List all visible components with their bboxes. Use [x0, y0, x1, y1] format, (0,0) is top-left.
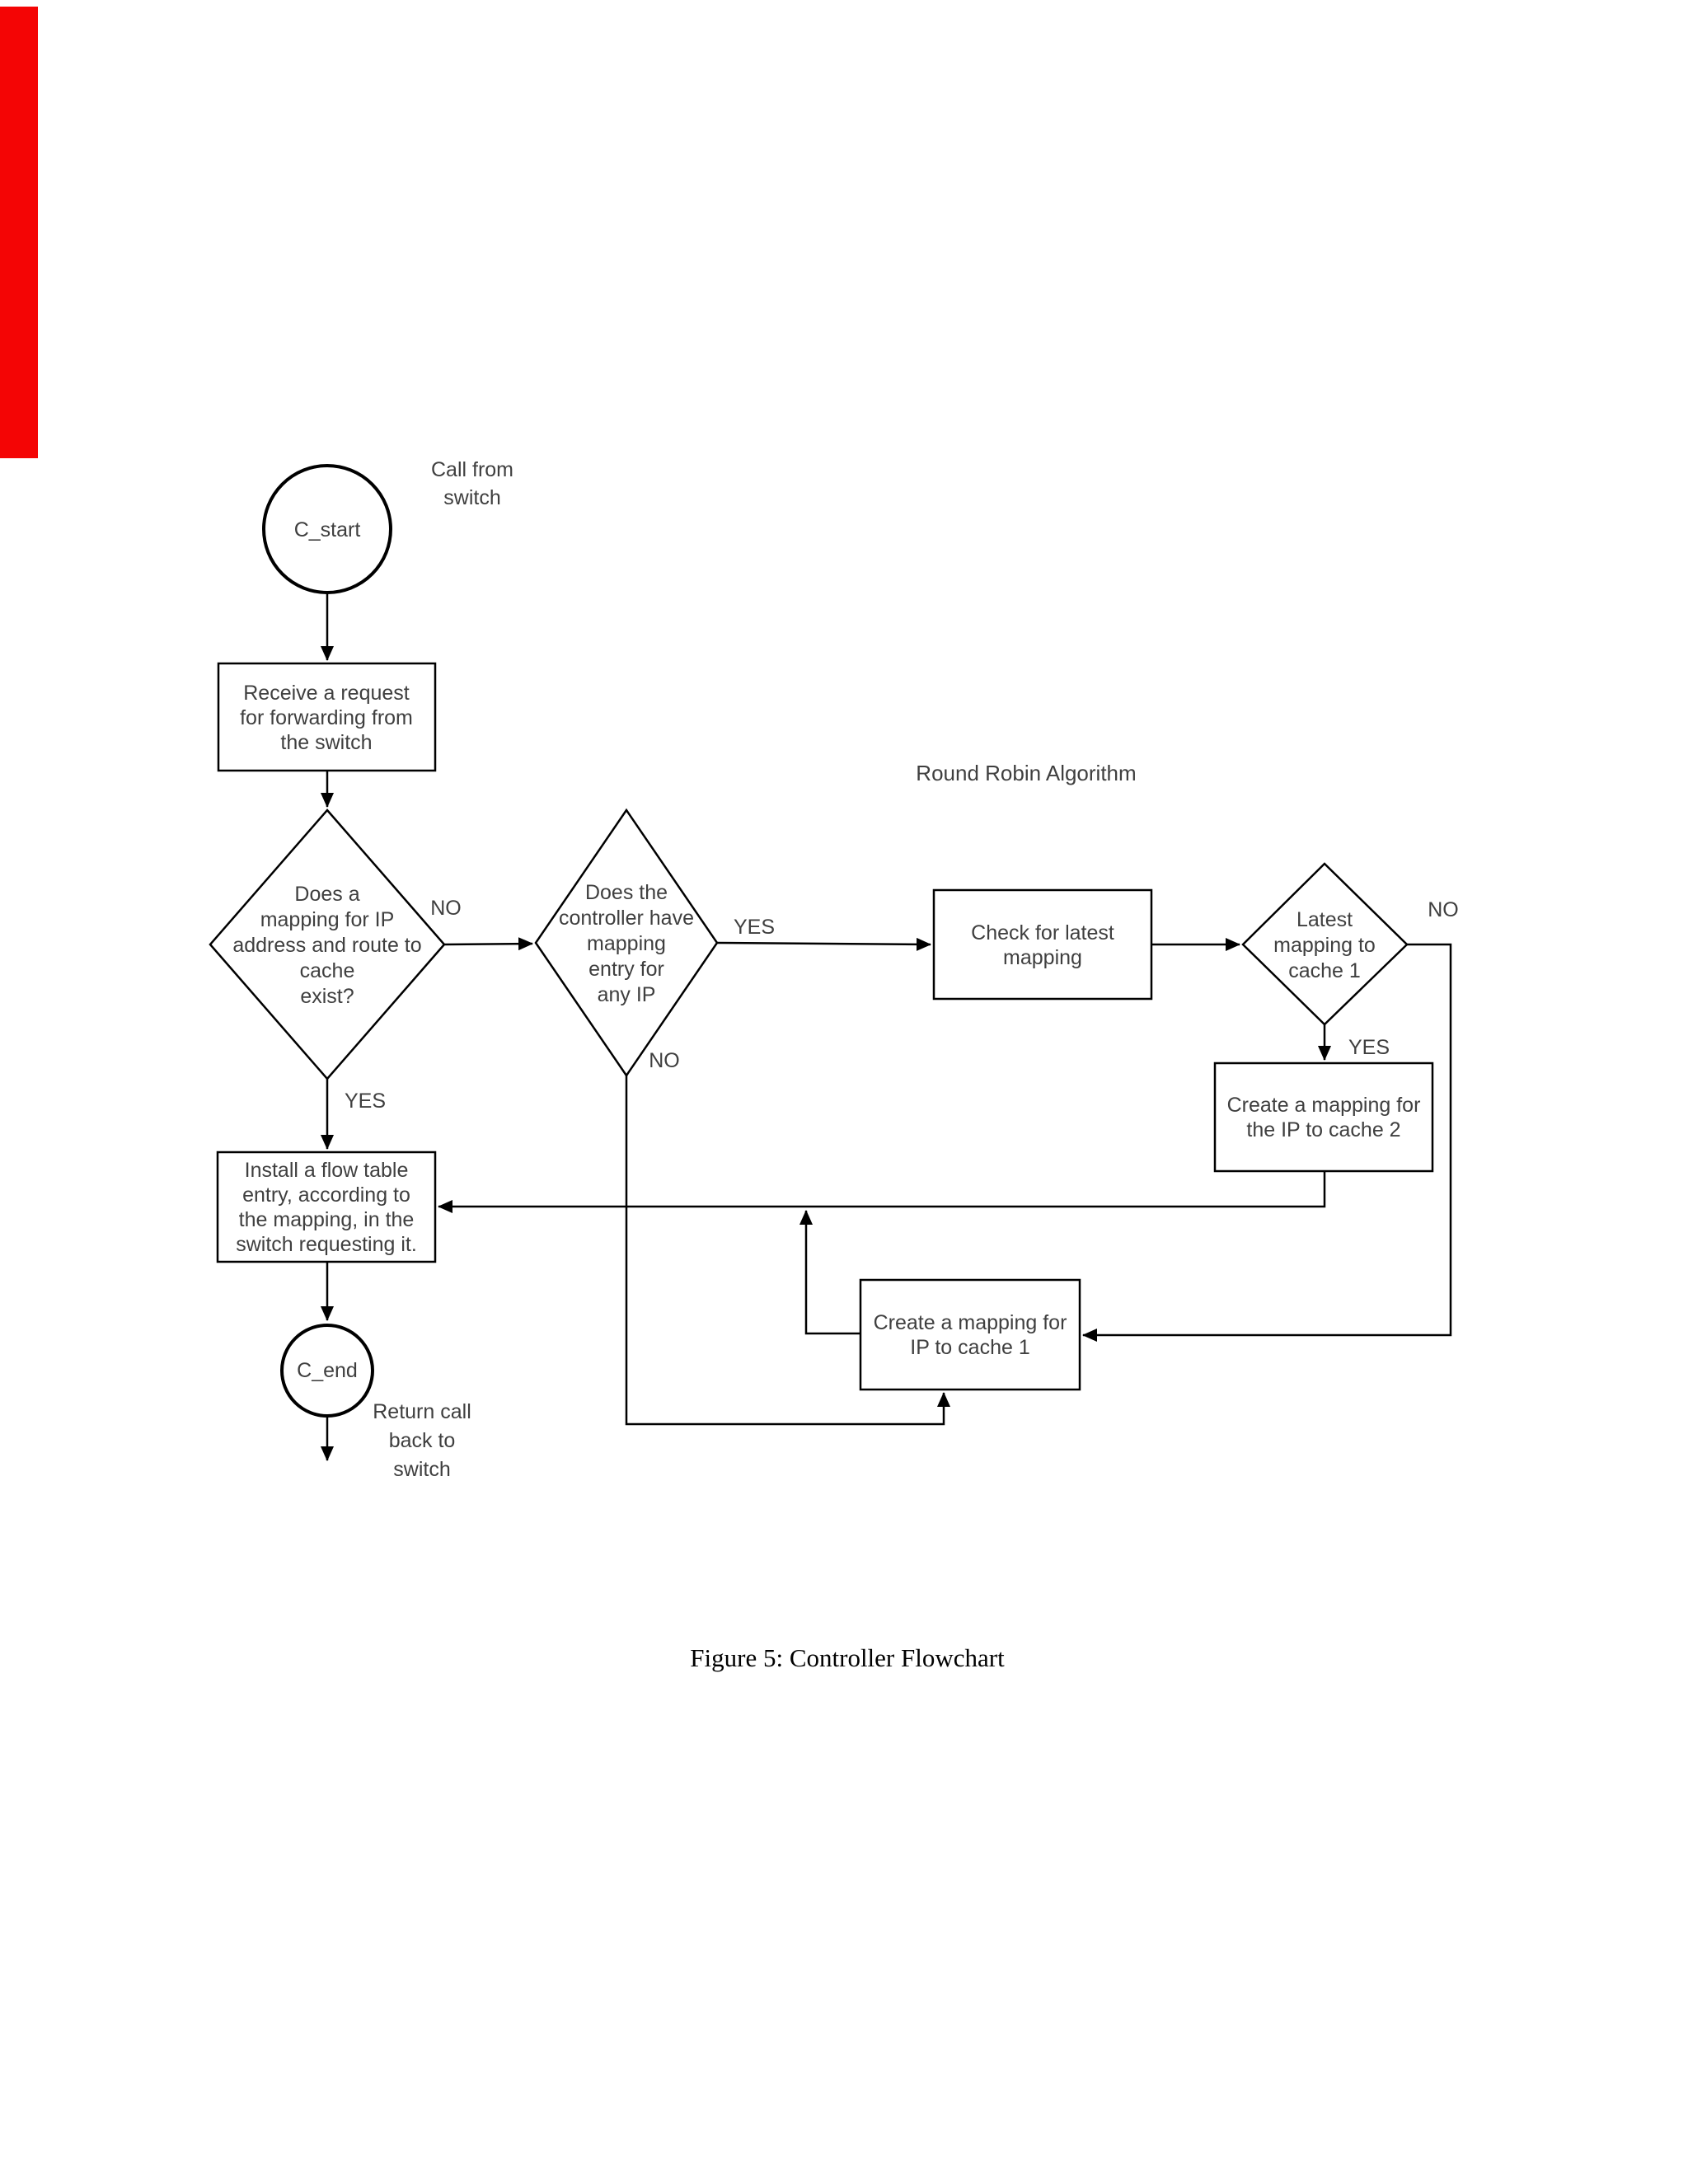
decision-controller-line: Does the — [585, 881, 668, 904]
process-cache1-line: IP to cache 1 — [910, 1336, 1029, 1359]
decision-controller-line: entry for — [588, 958, 664, 981]
branch-label-no: NO — [1428, 898, 1459, 921]
annotation-round-robin: Round Robin Algorithm — [916, 761, 1136, 785]
branch-label-yes: YES — [1348, 1036, 1390, 1059]
process-receive-request-line: for forwarding from — [240, 706, 413, 729]
process-receive-request-line: Receive a request — [243, 682, 410, 705]
start-terminator — [262, 464, 392, 594]
branch-label-yes: YES — [345, 1090, 386, 1113]
decision-controller-line: controller have — [559, 907, 694, 930]
decision-mapping-exists-line: address and route to — [232, 934, 421, 957]
edge-latest-no-to-cache1 — [1082, 943, 1452, 1342]
process-cache1-line: Create a mapping for — [874, 1311, 1067, 1334]
process-cache2-line: Create a mapping for — [1227, 1094, 1421, 1117]
process-install-line: entry, according to — [242, 1183, 410, 1207]
branch-label-yes: YES — [734, 916, 775, 939]
edge-cache1-to-merge — [799, 1210, 860, 1335]
decision-controller-line: any IP — [598, 983, 656, 1006]
annotation-call-from-switch: switch — [443, 486, 500, 509]
decision-latest-line: cache 1 — [1288, 959, 1361, 982]
end-terminator-label: C_end — [297, 1359, 358, 1382]
process-check-latest — [932, 888, 1153, 1001]
process-cache2-line: the IP to cache 2 — [1246, 1118, 1400, 1141]
edge-cache2-to-install — [438, 1171, 1326, 1213]
decision-controller-line: mapping — [587, 932, 666, 955]
annotation-return-call: back to — [389, 1429, 456, 1452]
decision-latest-line: mapping to — [1273, 934, 1376, 957]
decision-latest-line: Latest — [1296, 908, 1353, 931]
process-create-mapping-cache2 — [1213, 1062, 1434, 1173]
process-receive-request-line: the switch — [280, 731, 372, 754]
branch-label-no: NO — [649, 1049, 680, 1072]
decision-latest-mapping-cache1 — [1241, 862, 1409, 1026]
decision-mapping-exists — [209, 808, 446, 1080]
process-create-mapping-cache1 — [859, 1278, 1081, 1391]
decision-mapping-exists-line: cache — [300, 959, 355, 982]
start-terminator-label: C_start — [294, 518, 361, 541]
end-terminator — [280, 1324, 374, 1418]
figure-caption: Figure 5: Controller Flowchart — [690, 1643, 1005, 1672]
decision-controller-has-mapping — [534, 808, 719, 1078]
decision-mapping-exists-line: mapping for IP — [260, 908, 395, 931]
process-install-line: the mapping, in the — [239, 1208, 415, 1231]
annotation-call-from-switch: Call from — [431, 458, 513, 481]
annotation-return-call: switch — [393, 1458, 450, 1481]
decision-mapping-exists-line: Does a — [294, 883, 359, 906]
process-install-line: switch requesting it. — [236, 1233, 417, 1256]
process-check-latest-line: Check for latest — [971, 921, 1114, 944]
red-margin-bar — [0, 7, 38, 458]
process-check-latest-line: mapping — [1003, 946, 1082, 969]
annotation-return-call: Return call — [373, 1400, 471, 1423]
process-receive-request — [217, 662, 437, 772]
decision-mapping-exists-line: exist? — [300, 985, 354, 1008]
edge-controller-yes-to-check — [716, 937, 931, 951]
edge-controller-no-to-cache1 — [625, 1076, 950, 1426]
process-install-line: Install a flow table — [245, 1159, 409, 1182]
process-install-flow-entry — [216, 1151, 437, 1263]
branch-label-no: NO — [430, 897, 462, 920]
